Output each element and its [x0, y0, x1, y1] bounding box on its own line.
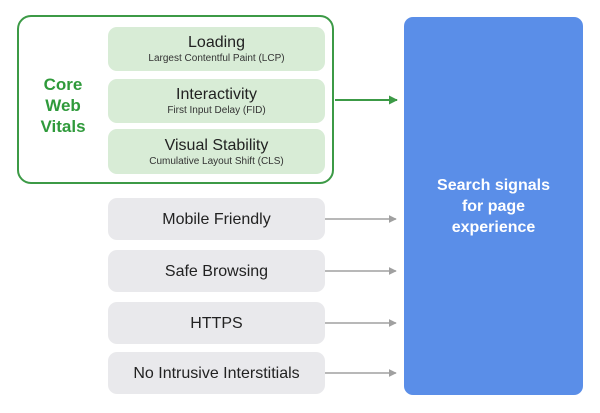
signal-no-intrusive-interstitials: No Intrusive Interstitials: [108, 352, 325, 394]
core-web-vitals-title-line: Web: [45, 96, 81, 115]
metric-interactivity: Interactivity First Input Delay (FID): [108, 79, 325, 123]
metric-detail: Largest Contentful Paint (LCP): [148, 53, 285, 64]
signal-name: Mobile Friendly: [162, 210, 271, 228]
signal-mobile-friendly: Mobile Friendly: [108, 198, 325, 240]
metric-name: Interactivity: [176, 86, 257, 103]
metric-name: Loading: [188, 34, 245, 51]
metric-name: Visual Stability: [164, 136, 269, 154]
core-web-vitals-title: Core Web Vitals: [30, 74, 96, 137]
signal-name: No Intrusive Interstitials: [133, 364, 300, 382]
metric-detail: Cumulative Layout Shift (CLS): [149, 155, 284, 167]
signal-https: HTTPS: [108, 302, 325, 344]
core-web-vitals-title-line: Core: [43, 75, 83, 94]
metric-loading: Loading Largest Contentful Paint (LCP): [108, 27, 325, 71]
metric-visual-stability: Visual Stability Cumulative Layout Shift…: [108, 129, 325, 174]
page-experience-signals-box: Search signals for page experience: [404, 17, 583, 395]
signal-name: HTTPS: [190, 314, 243, 332]
core-web-vitals-title-line: Vitals: [40, 117, 86, 136]
core-web-vitals-group: [17, 15, 334, 184]
metric-detail: First Input Delay (FID): [167, 105, 266, 116]
page-experience-signals-label: Search signals for page experience: [437, 176, 550, 236]
signal-safe-browsing: Safe Browsing: [108, 250, 325, 292]
signal-name: Safe Browsing: [164, 262, 269, 280]
